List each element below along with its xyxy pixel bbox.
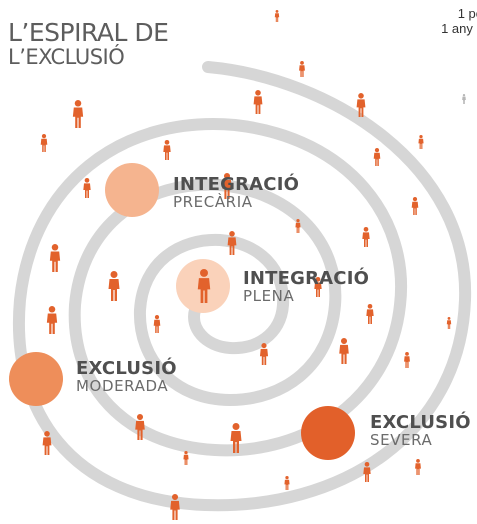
person-icon bbox=[314, 277, 322, 297]
person-icon bbox=[356, 93, 366, 117]
stage-circle-exclusio-severa bbox=[301, 406, 355, 460]
person-icon bbox=[49, 244, 61, 272]
person-icon bbox=[295, 219, 301, 233]
exclusion-spiral bbox=[13, 61, 472, 512]
person-icon bbox=[163, 140, 171, 160]
corner-note-line-1: 1 po bbox=[457, 6, 477, 21]
people-figures bbox=[40, 10, 466, 520]
person-icon bbox=[253, 90, 263, 114]
stage-name: EXCLUSIÓ bbox=[76, 358, 177, 379]
stage-sub: MODERADA bbox=[76, 377, 169, 395]
person-icon bbox=[274, 10, 280, 22]
stage-name: INTEGRACIÓ bbox=[173, 174, 300, 195]
person-icon bbox=[46, 306, 58, 334]
person-icon bbox=[227, 231, 237, 255]
stage-sub: SEVERA bbox=[370, 431, 433, 449]
corner-note: 1 po 1 any c bbox=[441, 6, 477, 36]
stage-circle-exclusio-moderada bbox=[9, 352, 63, 406]
stage-name: INTEGRACIÓ bbox=[243, 268, 370, 289]
corner-note-line-2: 1 any c bbox=[441, 21, 477, 36]
person-icon bbox=[183, 451, 189, 465]
person-icon bbox=[418, 135, 424, 149]
stage-name: EXCLUSIÓ bbox=[370, 412, 471, 433]
person-icon bbox=[339, 338, 349, 364]
person-icon bbox=[363, 462, 371, 482]
stage-sub: PLENA bbox=[243, 287, 295, 305]
stage-label-integracio-precaria: INTEGRACIÓ PRECÀRIA bbox=[173, 176, 299, 210]
person-icon bbox=[259, 343, 269, 365]
person-icon bbox=[404, 352, 410, 368]
person-icon bbox=[83, 178, 91, 198]
stage-sub: PRECÀRIA bbox=[173, 193, 253, 211]
person-icon bbox=[230, 423, 242, 453]
person-icon bbox=[415, 459, 421, 475]
stage-label-integracio-plena: INTEGRACIÓ PLENA bbox=[243, 270, 369, 304]
title-line-1: L’ESPIRAL DE bbox=[8, 18, 169, 47]
person-icon bbox=[411, 197, 419, 215]
person-icon bbox=[362, 227, 370, 247]
person-icon bbox=[72, 100, 84, 128]
person-icon bbox=[299, 61, 305, 77]
person-icon bbox=[462, 94, 466, 104]
person-icon bbox=[284, 476, 290, 490]
stage-circles bbox=[9, 163, 355, 460]
person-icon bbox=[153, 315, 161, 333]
stage-label-exclusio-severa: EXCLUSIÓ SEVERA bbox=[370, 414, 471, 448]
stage-circle-integracio-precaria bbox=[105, 163, 159, 217]
spiral-track bbox=[13, 61, 472, 512]
person-icon bbox=[366, 304, 374, 324]
person-icon bbox=[373, 148, 381, 166]
person-icon bbox=[40, 134, 48, 152]
person-icon bbox=[197, 269, 211, 303]
person-icon bbox=[446, 317, 452, 329]
title-line-2: L’EXCLUSIÓ bbox=[8, 45, 125, 69]
person-icon bbox=[108, 271, 120, 301]
stage-label-exclusio-moderada: EXCLUSIÓ MODERADA bbox=[76, 360, 177, 394]
